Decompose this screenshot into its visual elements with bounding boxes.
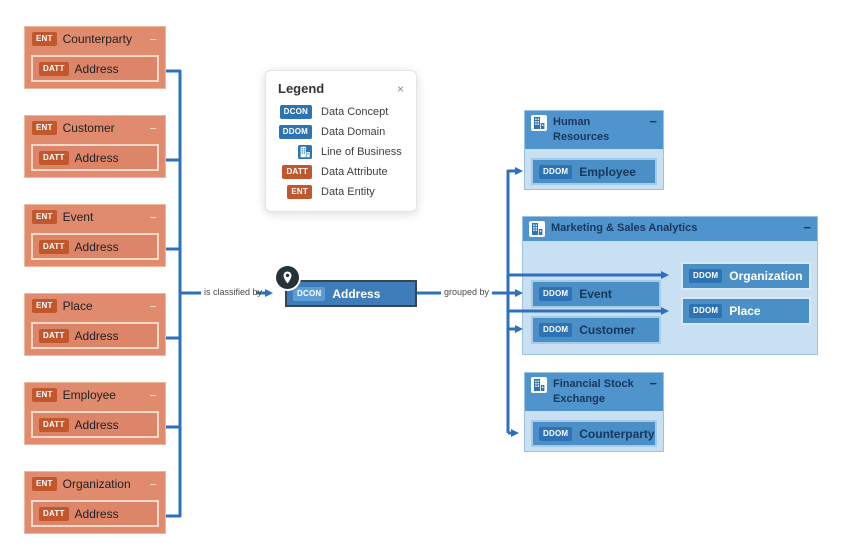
datt-badge: DATT <box>282 165 312 179</box>
domain-node-event[interactable]: DDOM Event <box>531 280 661 308</box>
entity-card-organization[interactable]: ENT Organization − DATT Address <box>24 471 166 534</box>
domain-node-employee[interactable]: DDOM Employee <box>531 158 657 185</box>
domain-group-title: Human Resources <box>553 116 610 143</box>
entity-title: Customer <box>62 121 115 135</box>
attribute-node-address[interactable]: DATT Address <box>31 411 159 438</box>
attribute-label: Address <box>74 328 119 343</box>
concept-node-address[interactable]: DCON Address <box>285 280 417 307</box>
attribute-label: Address <box>74 239 119 254</box>
entity-title: Organization <box>62 477 131 491</box>
concept-label: Address <box>332 286 381 301</box>
legend-item-data-attribute: DATT Data Attribute <box>278 165 404 179</box>
collapse-button[interactable]: − <box>149 298 157 314</box>
datt-badge: DATT <box>39 239 69 254</box>
legend-panel: Legend × DCON Data Concept DDOM Data Dom… <box>265 70 417 212</box>
close-icon[interactable]: × <box>396 81 404 96</box>
ent-badge: ENT <box>32 388 57 402</box>
location-pin-icon <box>274 264 301 291</box>
ent-badge: ENT <box>32 121 57 135</box>
attribute-node-address[interactable]: DATT Address <box>31 55 159 82</box>
edge-label-is-classified-by: is classified by <box>204 287 263 297</box>
ent-badge: ENT <box>32 32 57 46</box>
collapse-button[interactable]: − <box>149 209 157 225</box>
attribute-node-address[interactable]: DATT Address <box>31 233 159 260</box>
collapse-button[interactable]: − <box>149 387 157 403</box>
line-of-business-icon <box>531 115 547 131</box>
ent-badge: ENT <box>32 299 57 313</box>
entity-title: Counterparty <box>62 32 132 46</box>
ent-badge: ENT <box>32 210 57 224</box>
attribute-label: Address <box>74 150 119 165</box>
ent-badge: ENT <box>32 477 57 491</box>
domain-group-title: Financial Stock Exchange <box>553 378 634 405</box>
entity-title: Place <box>62 299 93 313</box>
legend-item-line-of-business: Line of Business <box>278 145 404 159</box>
edge-label-grouped-by: grouped by <box>444 287 490 297</box>
attribute-node-address[interactable]: DATT Address <box>31 500 159 527</box>
collapse-button[interactable]: − <box>149 31 157 47</box>
domain-group-financial-stock-exchange[interactable]: Financial Stock Exchange − DDOM Counterp… <box>524 372 664 452</box>
attribute-node-address[interactable]: DATT Address <box>31 322 159 349</box>
ddom-badge: DDOM <box>689 304 723 318</box>
entity-card-counterparty[interactable]: ENT Counterparty − DATT Address <box>24 26 166 89</box>
collapse-button[interactable]: − <box>803 220 811 235</box>
datt-badge: DATT <box>39 61 69 76</box>
entity-card-place[interactable]: ENT Place − DATT Address <box>24 293 166 356</box>
collapse-button[interactable]: − <box>149 120 157 136</box>
line-of-business-icon <box>298 145 312 159</box>
datt-badge: DATT <box>39 150 69 165</box>
legend-title: Legend <box>278 81 325 96</box>
domain-node-organization[interactable]: DDOM Organization <box>681 262 811 290</box>
ddom-badge: DDOM <box>689 269 723 283</box>
collapse-button[interactable]: − <box>649 114 657 129</box>
legend-item-data-entity: ENT Data Entity <box>278 185 404 199</box>
legend-item-data-domain: DDOM Data Domain <box>278 125 404 139</box>
ent-badge: ENT <box>287 185 312 199</box>
datt-badge: DATT <box>39 328 69 343</box>
dcon-badge: DCON <box>293 286 326 301</box>
collapse-button[interactable]: − <box>149 476 157 492</box>
dcon-badge: DCON <box>279 105 312 119</box>
line-of-business-icon <box>529 221 545 237</box>
collapse-button[interactable]: − <box>649 376 657 391</box>
domain-node-place[interactable]: DDOM Place <box>681 297 811 325</box>
entity-card-employee[interactable]: ENT Employee − DATT Address <box>24 382 166 445</box>
entity-title: Event <box>62 210 94 224</box>
domain-node-customer[interactable]: DDOM Customer <box>531 316 661 344</box>
domain-group-human-resources[interactable]: Human Resources − DDOM Employee <box>524 110 664 190</box>
attribute-label: Address <box>74 417 119 432</box>
legend-item-data-concept: DCON Data Concept <box>278 105 404 119</box>
ddom-badge: DDOM <box>539 323 573 337</box>
ddom-badge: DDOM <box>539 426 573 441</box>
ddom-badge: DDOM <box>539 164 573 179</box>
ddom-badge: DDOM <box>278 125 312 139</box>
line-of-business-icon <box>531 377 547 393</box>
attribute-node-address[interactable]: DATT Address <box>31 144 159 171</box>
entity-title: Employee <box>62 388 116 402</box>
ddom-badge: DDOM <box>539 287 573 301</box>
attribute-label: Address <box>74 506 119 521</box>
attribute-label: Address <box>74 61 119 76</box>
datt-badge: DATT <box>39 506 69 521</box>
entity-card-customer[interactable]: ENT Customer − DATT Address <box>24 115 166 178</box>
domain-group-title: Marketing & Sales Analytics <box>551 222 698 234</box>
domain-node-counterparty[interactable]: DDOM Counterparty <box>531 420 657 447</box>
datt-badge: DATT <box>39 417 69 432</box>
entity-card-event[interactable]: ENT Event − DATT Address <box>24 204 166 267</box>
domain-group-marketing-sales-analytics[interactable]: Marketing & Sales Analytics − DDOM Event… <box>522 216 818 355</box>
